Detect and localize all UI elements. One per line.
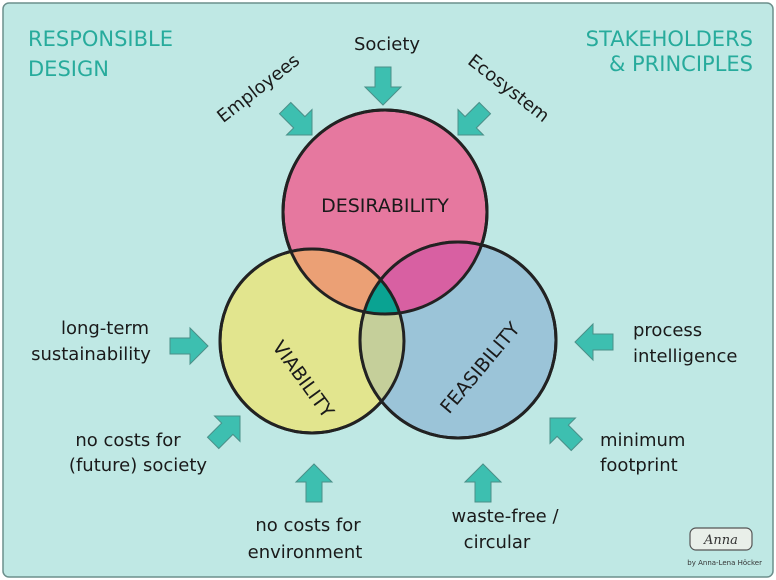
feasibility-outline — [358, 240, 558, 440]
principle-minimum-footprint-line1: minimum — [600, 430, 685, 451]
title-right-line1: STAKEHOLDERS — [586, 27, 753, 51]
principle-waste-free-line2: circular — [464, 532, 531, 553]
desirability-viability-overlap — [283, 249, 404, 314]
stakeholder-society: Society — [354, 34, 420, 55]
credit-byline: by Anna-Lena Höcker — [687, 559, 762, 567]
principle-future-society-line1: no costs for — [75, 430, 181, 451]
principle-environment-line2: environment — [248, 542, 363, 563]
title-left-line2: DESIGN — [28, 57, 109, 81]
principle-long-term-line2: sustainability — [31, 344, 151, 365]
principle-process-intelligence-line1: process — [633, 320, 702, 341]
title-right-line2: & PRINCIPLES — [609, 52, 753, 76]
title-left-line1: RESPONSIBLE — [28, 27, 173, 51]
desirability-outline — [281, 108, 489, 316]
principle-long-term-line1: long-term — [61, 318, 149, 339]
principle-waste-free-line1: waste-free / — [451, 506, 559, 527]
viability-outline — [218, 247, 406, 435]
principle-environment-line1: no costs for — [255, 515, 361, 536]
principle-process-intelligence-line2: intelligence — [633, 346, 737, 367]
desirability-label: DESIRABILITY — [321, 195, 449, 217]
principle-minimum-footprint-line2: footprint — [600, 455, 678, 476]
svg-text:Anna: Anna — [703, 533, 738, 548]
principle-future-society-line2: (future) society — [69, 455, 207, 476]
desirability-feasibility-overlap — [360, 242, 487, 314]
signature-logo: Anna — [689, 527, 753, 551]
